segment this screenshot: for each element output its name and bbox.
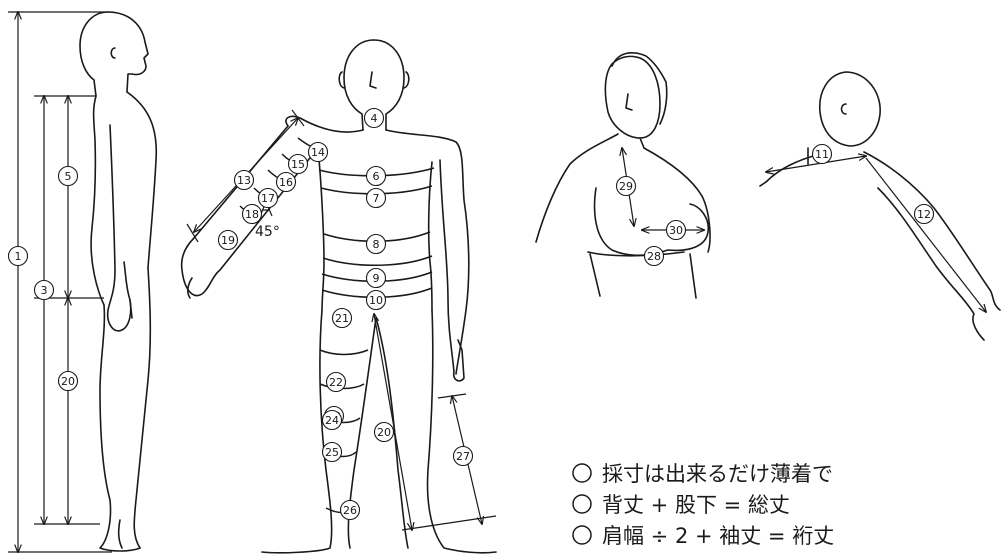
measurement-callout-label: 20: [61, 375, 75, 388]
measurement-callout-label: 24: [325, 414, 339, 427]
measurement-callout-label: 10: [369, 294, 383, 307]
measurement-callout-label: 13: [237, 174, 251, 187]
measurement-callout-label: 12: [917, 208, 931, 221]
measurement-callout-label: 30: [669, 224, 683, 237]
measurement-callout-label: 27: [456, 450, 470, 463]
note-bullet-icon: [573, 464, 591, 482]
measurement-callout-label: 5: [65, 170, 72, 183]
measurement-callout-12: 12: [915, 205, 934, 224]
measurement-callout-4: 4: [365, 109, 384, 128]
measurement-callout-30: 30: [667, 221, 686, 240]
measurement-callout-6: 6: [367, 167, 386, 186]
measurement-callout-21: 21: [333, 309, 352, 328]
measurement-callout-3: 3: [35, 281, 54, 300]
note-bullet-icon: [573, 495, 591, 513]
measurement-callout-24: 24: [323, 411, 342, 430]
note-line: 採寸は出来るだけ薄着で: [602, 462, 833, 486]
measurement-callout-label: 6: [373, 170, 380, 183]
measurement-callout-17: 17: [259, 189, 278, 208]
measurement-callout-14: 14: [309, 143, 328, 162]
measurement-callout-28: 28: [645, 247, 664, 266]
measurement-callout-29: 29: [617, 177, 636, 196]
bust-figure: [536, 53, 710, 298]
measurement-callout-label: 16: [279, 176, 293, 189]
measurement-callout-20: 20: [375, 423, 394, 442]
back-figure: [760, 72, 1000, 340]
measurement-callout-7: 7: [367, 189, 386, 208]
measurement-callout-9: 9: [367, 269, 386, 288]
measurement-callout-18: 18: [243, 205, 262, 224]
measurement-callout-label: 3: [41, 284, 48, 297]
measurement-callout-13: 13: [235, 171, 254, 190]
measurement-callout-label: 26: [343, 504, 357, 517]
measurement-callout-label: 4: [371, 112, 378, 125]
measurement-callout-label: 15: [291, 158, 305, 171]
measurement-callout-27: 27: [454, 447, 473, 466]
measurement-callout-label: 1: [15, 250, 22, 263]
measurement-callout-label: 11: [815, 148, 829, 161]
measurement-callout-20: 20: [59, 372, 78, 391]
measurement-callout-label: 14: [311, 146, 325, 159]
measurement-callout-19: 19: [219, 231, 238, 250]
note-line: 背丈 + 股下 = 総丈: [602, 493, 790, 517]
measurement-callout-10: 10: [367, 291, 386, 310]
measurement-callout-1: 1: [9, 247, 28, 266]
measurement-callout-label: 20: [377, 426, 391, 439]
measurement-callout-label: 8: [373, 238, 380, 251]
measurement-callout-label: 29: [619, 180, 633, 193]
measurement-callout-26: 26: [341, 501, 360, 520]
measurement-callout-5: 5: [59, 167, 78, 186]
measurement-callout-label: 28: [647, 250, 661, 263]
measurement-callout-8: 8: [367, 235, 386, 254]
measurement-callout-label: 18: [245, 208, 259, 221]
side-view-figure: [80, 12, 156, 551]
note-bullet-icon: [573, 526, 591, 544]
measurement-callout-label: 25: [325, 446, 339, 459]
measurement-callout-label: 17: [261, 192, 275, 205]
notes-block: 採寸は出来るだけ薄着で 背丈 + 股下 = 総丈 肩幅 ÷ 2 + 袖丈 = 裄…: [573, 462, 834, 548]
measurement-callout-15: 15: [289, 155, 308, 174]
measurement-callout-16: 16: [277, 173, 296, 192]
measurement-callout-label: 22: [329, 376, 343, 389]
front-view-figure: [182, 40, 496, 553]
measurement-callouts: 1345678910111213141516171819202122232425…: [9, 109, 934, 520]
measurement-callout-label: 19: [221, 234, 235, 247]
measurement-callout-25: 25: [323, 443, 342, 462]
measurement-callout-label: 7: [373, 192, 380, 205]
measurement-callout-11: 11: [813, 145, 832, 164]
measurement-callout-label: 21: [335, 312, 349, 325]
measurement-callout-22: 22: [327, 373, 346, 392]
note-line: 肩幅 ÷ 2 + 袖丈 = 裄丈: [602, 524, 834, 548]
measurement-callout-label: 9: [373, 272, 380, 285]
angle-label: 45°: [255, 224, 280, 240]
